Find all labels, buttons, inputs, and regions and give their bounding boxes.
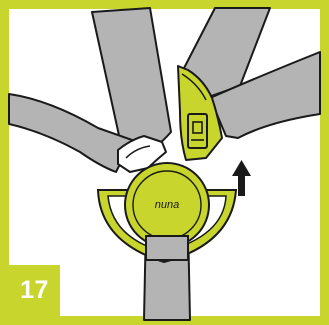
right-hip-strap (209, 51, 321, 139)
brand-logo: nuna (155, 199, 179, 211)
latch-slot-icon (187, 113, 208, 149)
left-hip-strap (8, 93, 133, 173)
step-number: 17 (20, 276, 49, 304)
step-number-badge: 17 (9, 265, 60, 316)
buckle-body (96, 162, 238, 264)
arrow-up-icon (232, 160, 251, 196)
